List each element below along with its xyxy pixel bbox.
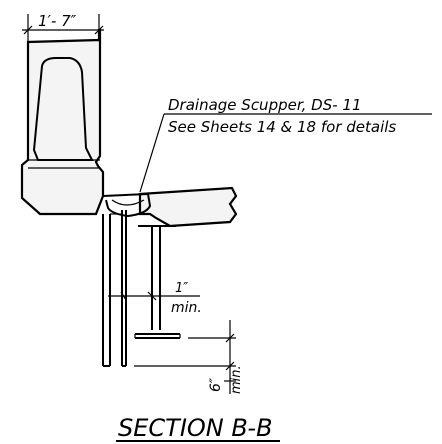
- section-title: SECTION B-B: [118, 414, 273, 442]
- drop-value: 6″: [208, 377, 224, 392]
- barrier-width-label: 1′- 7″: [38, 12, 77, 30]
- drainage-scupper-funnel: [102, 192, 152, 218]
- clearance-value: 1″: [175, 281, 188, 296]
- dimension-tick: [225, 361, 235, 371]
- drop-note: min.: [229, 365, 244, 394]
- barrier-rail-profile: [32, 57, 94, 161]
- clearance-dimension: 1″ min.: [108, 281, 202, 316]
- callout-title: Drainage Scupper, DS- 11: [168, 96, 362, 114]
- deck-top-line: [139, 187, 233, 195]
- scupper-callout: Drainage Scupper, DS- 11 See Sheets 14 &…: [139, 96, 432, 193]
- deck-slab: [138, 186, 238, 228]
- steel-girder: [134, 225, 181, 339]
- callout-reference: See Sheets 14 & 18 for details: [168, 118, 396, 136]
- drainage-scupper-inner: [111, 199, 145, 206]
- dimension-tick: [225, 333, 235, 343]
- downspout-pipe: [102, 210, 127, 367]
- clearance-note: min.: [171, 300, 202, 316]
